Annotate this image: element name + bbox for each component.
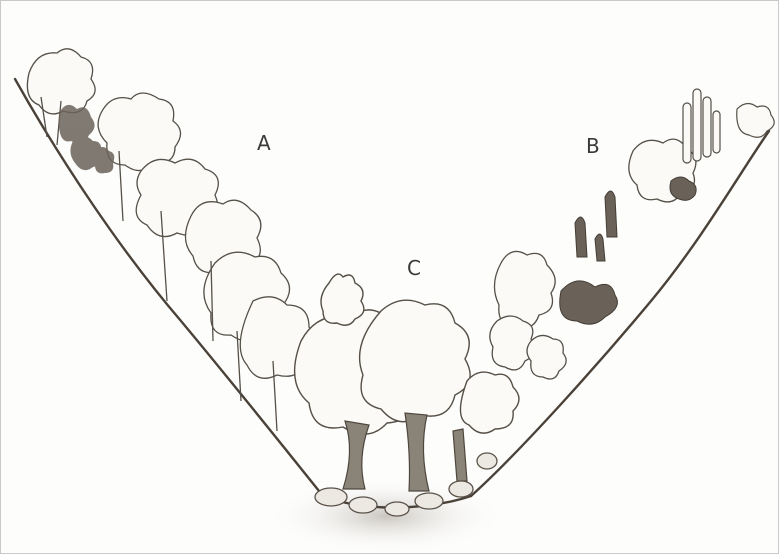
tree-crown <box>494 251 555 327</box>
tree-crown <box>360 300 471 422</box>
slope-b-trees <box>490 139 696 379</box>
zone-label-b: B <box>586 134 600 158</box>
tree-crown <box>490 316 535 370</box>
tree-crown <box>321 274 364 325</box>
zone-label-a: A <box>257 131 271 155</box>
valley-c-trees <box>295 274 519 434</box>
tree-crown <box>527 335 566 379</box>
zone-label-c: C <box>407 256 421 280</box>
slope-b-cacti <box>683 89 774 163</box>
tree-crown <box>460 372 519 433</box>
